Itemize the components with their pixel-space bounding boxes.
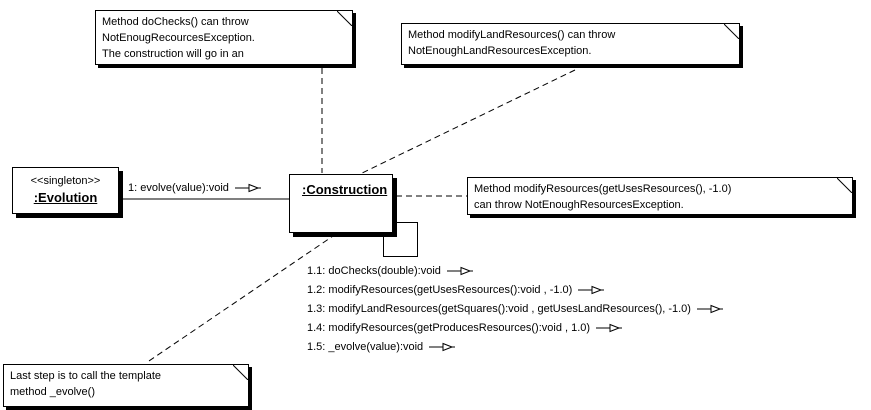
message-arrow-icon [696, 304, 723, 313]
object-name: :Construction [302, 182, 388, 197]
message-arrow-icon [596, 323, 623, 332]
note-line: can throw NotEnoughResourcesException. [474, 199, 684, 211]
note-line: The construction will go in an [102, 48, 244, 60]
object-name: :Evolution [33, 190, 98, 205]
message-arrow-icon [578, 285, 605, 294]
message-1-4: 1.4: modifyResources(getProducesResource… [307, 318, 723, 337]
object-stereotype: <<singleton>> [30, 175, 101, 187]
message-1-2: 1.2: modifyResources(getUsesResources():… [307, 280, 723, 299]
message-1: 1: evolve(value):void [128, 182, 261, 194]
note-line: NotEnougRecourcesException. [102, 32, 255, 44]
note-line: Method modifyLandResources() can throw [408, 29, 616, 41]
self-call-rectangle [383, 222, 418, 257]
note-fold-icon [233, 365, 248, 380]
note-line: Method modifyResources(getUsesResources(… [474, 183, 732, 195]
note-dochecks: Method doChecks() can throw NotEnougReco… [95, 10, 353, 65]
message-label: 1.5: _evolve(value):void [307, 340, 424, 353]
message-1-1: 1.1: doChecks(double):void [307, 261, 723, 280]
message-label: 1.2: modifyResources(getUsesResources():… [307, 283, 573, 296]
note-last-step: Last step is to call the template method… [3, 364, 249, 407]
message-arrow-icon [429, 342, 456, 351]
note-line: method _evolve() [10, 386, 95, 398]
message-arrow-icon [446, 266, 473, 275]
note-fold-icon [724, 24, 739, 39]
message-label: 1.3: modifyLandResources(getSquares():vo… [307, 302, 691, 315]
self-call-message-list: 1.1: doChecks(double):void 1.2: modifyRe… [307, 261, 723, 356]
note-line: NotEnoughLandResourcesException. [408, 45, 592, 57]
note-modify-land: Method modifyLandResources() can throw N… [401, 23, 740, 65]
message-1-5: 1.5: _evolve(value):void [307, 337, 723, 356]
anchor-modifyland-note [359, 69, 576, 175]
message-label: 1: evolve(value):void [128, 182, 229, 194]
note-fold-icon [837, 178, 852, 193]
object-construction: :Construction [289, 174, 393, 233]
note-line: illegal state [102, 62, 346, 64]
note-modify-resources: Method modifyResources(getUsesResources(… [467, 177, 853, 215]
message-arrow-icon [234, 183, 261, 193]
note-fold-icon [337, 11, 352, 26]
message-1-3: 1.3: modifyLandResources(getSquares():vo… [307, 299, 723, 318]
message-label: 1.4: modifyResources(getProducesResource… [307, 321, 591, 334]
message-label: 1.1: doChecks(double):void [307, 264, 441, 277]
object-evolution: <<singleton>> :Evolution [12, 167, 119, 214]
note-line: Method doChecks() can throw [102, 16, 249, 28]
note-line: Last step is to call the template [10, 370, 162, 382]
